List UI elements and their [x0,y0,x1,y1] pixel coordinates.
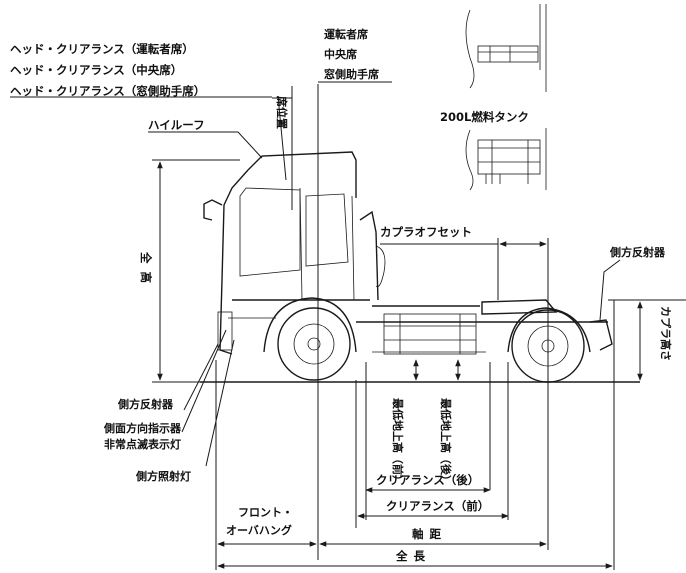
emergency-flasher-label: 非常点滅表示灯 [104,437,181,451]
coupler-offset-label: カプラオフセット [380,225,472,239]
head-clearance-driver-label: ヘッド・クリアランス（運転者席） [10,42,194,56]
side-marker-lamp-leader [205,339,235,467]
detail-inset-top [465,4,547,92]
seat-window-label: 窓側助手席 [324,67,379,81]
clearance-front-label: クリアランス（前） [386,499,489,513]
high-roof-leader [148,131,263,159]
head-clearance-center-label: ヘッド・クリアランス（中央席） [10,63,182,77]
front-wheel [277,307,351,381]
side-turn-indicator-leader [181,329,227,433]
min-ground-clearance-rear-label: 最低地上高（後） [439,398,453,486]
high-roof-label: ハイルーフ [148,118,205,132]
min-ground-clearance-front-label: 最低地上高（前） [391,398,405,486]
wheelbase-label: 軸距 [412,527,447,541]
side-reflector-rear-leader [599,259,621,321]
side-reflector-front-label: 側方反射器 [117,397,174,411]
seat-center-label: 中央席 [324,47,357,61]
truck-chassis [356,299,613,355]
overall-length-label: 全長 [395,549,431,563]
coupler-height-label: カプラ高さ [659,306,673,361]
head-clearance-window-label: ヘッド・クリアランス（窓側助手席） [10,84,205,98]
front-overhang-label-line1: フロント・ [238,506,293,519]
side-reflector-front-leader [183,343,219,411]
seat-position-label: 席位置 [275,96,289,129]
side-turn-indicator-label: 側面方向指示器 [103,421,182,435]
clearance-rear-label: クリアランス（後） [376,473,479,487]
truck-cab [203,151,386,355]
side-reflector-rear-label: 側方反射器 [609,245,666,259]
front-overhang-label-line2: オーバハング [226,523,292,537]
detail-inset-fuel-tank [465,128,547,191]
side-marker-lamp-label: 側方照射灯 [135,469,191,483]
fuel-tank-label: 200L燃料タンク [440,110,529,124]
total-height-label: 全高 [139,251,153,291]
seat-driver-label: 運転者席 [324,27,368,41]
